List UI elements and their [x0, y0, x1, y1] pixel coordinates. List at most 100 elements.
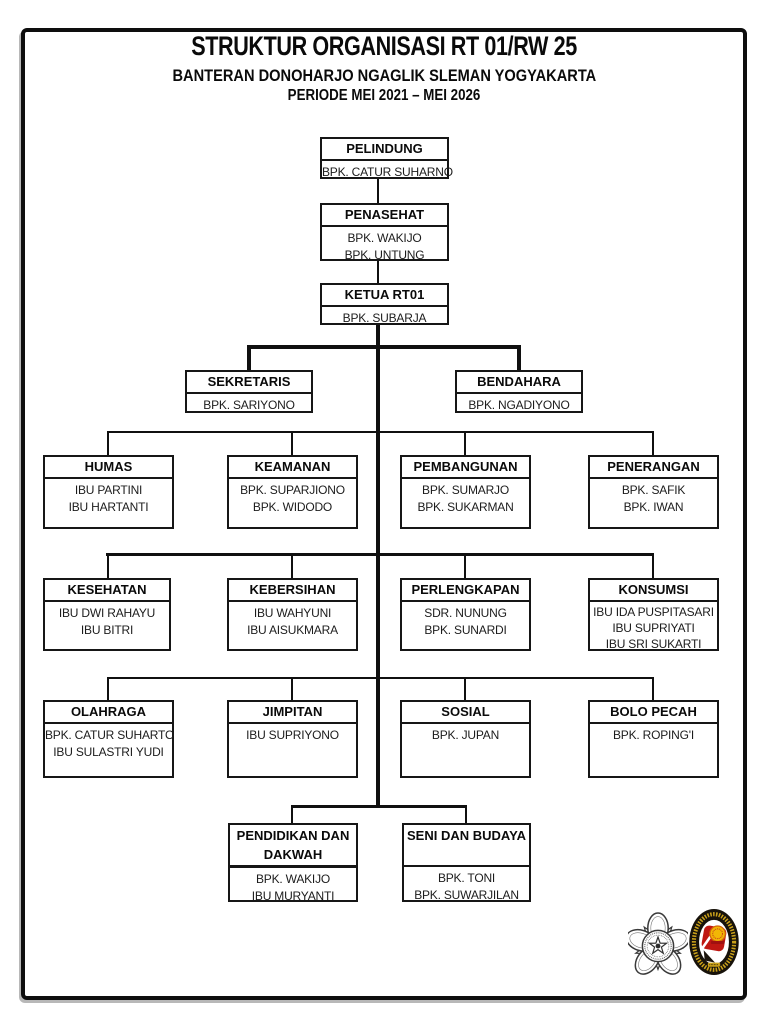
- org-box-title: JIMPITAN: [229, 702, 356, 724]
- org-box-penasehat: PENASEHAT BPK. WAKIJO BPK. UNTUNG: [320, 203, 449, 262]
- connector-line: [107, 433, 109, 455]
- member-name: BPK. NGADIYONO: [468, 398, 570, 412]
- member-name: BPK. SUMARJO: [422, 483, 509, 497]
- member-name: IBU HARTANTI: [68, 500, 149, 514]
- connector-line: [464, 679, 466, 700]
- member-name: BPK. CATUR SUHARNO: [322, 165, 453, 179]
- org-box-title: PENERANGAN: [590, 457, 717, 479]
- member-name: BPK. WAKIJO: [255, 872, 331, 886]
- member-name: BPK. SUNARDI: [424, 623, 507, 637]
- member-name: IBU SUPRIYATI: [612, 621, 695, 635]
- connector-line: [107, 556, 109, 578]
- org-box-title: BOLO PECAH: [590, 702, 717, 724]
- member-name: BPK. CATUR SUHARTO: [45, 728, 175, 742]
- org-box-seni-budaya: SENI DAN BUDAYA BPK. TONI BPK. SUWARJILA…: [402, 823, 531, 902]
- page-subtitle: BANTERAN DONOHARJO NGAGLIK SLEMAN YOGYAK…: [21, 66, 747, 86]
- connector-line: [291, 679, 293, 700]
- connector-line: [107, 677, 654, 679]
- org-box-jimpitan: JIMPITAN IBU SUPRIYONO: [227, 700, 358, 778]
- connector-line: [291, 556, 293, 578]
- org-box-title: KESEHATAN: [45, 580, 169, 602]
- member-name: BPK. SUWARJILAN: [414, 888, 519, 902]
- org-box-pelindung: PELINDUNG BPK. CATUR SUHARNO: [320, 137, 453, 179]
- page-title-text: STRUKTUR ORGANISASI RT 01/RW 25: [191, 31, 577, 61]
- page-subtitle-text: BANTERAN DONOHARJO NGAGLIK SLEMAN YOGYAK…: [172, 66, 596, 85]
- org-box-bendahara: BENDAHARA BPK. NGADIYONO: [455, 370, 583, 413]
- member-name: BPK. SARIYONO: [203, 398, 295, 412]
- connector-line: [377, 261, 379, 283]
- connector-line: [107, 431, 654, 433]
- member-name: SDR. NUNUNG: [424, 606, 507, 620]
- connector-line: [377, 179, 379, 203]
- org-box-pembangunan: PEMBANGUNAN BPK. SUMARJO BPK. SUKARMAN: [400, 455, 531, 529]
- university-lotus-emblem-icon: [628, 912, 688, 975]
- org-box-penerangan: PENERANGAN BPK. SAFIK BPK. IWAN: [588, 455, 719, 529]
- member-name: BPK. WAKIJO: [347, 231, 422, 245]
- page-title: STRUKTUR ORGANISASI RT 01/RW 25: [21, 31, 747, 62]
- member-name: IBU SUPRIYONO: [246, 728, 339, 742]
- member-name: BPK. JUPAN: [431, 728, 500, 742]
- org-box-title: PEMBANGUNAN: [402, 457, 529, 479]
- org-box-title: OLAHRAGA: [45, 702, 172, 724]
- member-name: IBU SRI SUKARTI: [605, 637, 702, 651]
- org-box-title: KONSUMSI: [590, 580, 717, 602]
- org-box-bolo-pecah: BOLO PECAH BPK. ROPING'I: [588, 700, 719, 778]
- service-program-emblem-icon: [689, 909, 739, 975]
- connector-line: [464, 556, 466, 578]
- member-name: IBU WAHYUNI: [253, 606, 332, 620]
- connector-line: [652, 433, 654, 455]
- org-box-pendidikan-dakwah: PENDIDIKAN DAN DAKWAH BPK. WAKIJO IBU MU…: [228, 823, 358, 903]
- org-box-humas: HUMAS IBU PARTINI IBU HARTANTI: [43, 455, 174, 529]
- member-name: IBU DWI RAHAYU: [58, 606, 156, 620]
- member-name: IBU SULASTRI YUDI: [53, 745, 164, 759]
- page-period-text: PERIODE MEI 2021 – MEI 2026: [287, 87, 481, 104]
- member-name: BPK. SAFIK: [621, 483, 686, 497]
- connector-line: [652, 679, 654, 700]
- member-name: BPK. ROPING'I: [612, 728, 695, 742]
- page-period: PERIODE MEI 2021 – MEI 2026: [21, 87, 747, 105]
- member-name: IBU PARTINI: [74, 483, 143, 497]
- org-box-title: PERLENGKAPAN: [402, 580, 529, 602]
- org-box-title: SEKRETARIS: [187, 372, 311, 394]
- org-box-sosial: SOSIAL BPK. JUPAN: [400, 700, 531, 778]
- connector-line: [465, 808, 467, 823]
- org-box-konsumsi: KONSUMSI IBU IDA PUSPITASARI IBU SUPRIYA…: [588, 578, 719, 651]
- connector-line: [291, 808, 293, 823]
- member-name: BPK. SUBARJA: [342, 311, 427, 325]
- connector-line: [291, 805, 467, 808]
- org-box-perlengkapan: PERLENGKAPAN SDR. NUNUNG BPK. SUNARDI: [400, 578, 531, 651]
- member-name: IBU AISUKMARA: [247, 623, 338, 637]
- connector-line: [464, 433, 466, 455]
- member-name: BPK. SUKARMAN: [417, 500, 514, 514]
- org-box-kebersihan: KEBERSIHAN IBU WAHYUNI IBU AISUKMARA: [227, 578, 358, 651]
- connector-line: [107, 679, 109, 700]
- org-box-title: KETUA RT01: [322, 285, 447, 307]
- member-name: BPK. SUPARJIONO: [240, 483, 345, 497]
- org-box-sekretaris: SEKRETARIS BPK. SARIYONO: [185, 370, 313, 413]
- member-name: BPK. IWAN: [623, 500, 684, 514]
- org-box-title-line1: PENDIDIKAN DAN: [236, 828, 350, 843]
- member-name: BPK. WIDODO: [252, 500, 333, 514]
- org-box-keamanan: KEAMANAN BPK. SUPARJIONO BPK. WIDODO: [227, 455, 358, 529]
- connector-spine: [376, 325, 380, 808]
- member-name: BPK. TONI: [437, 871, 496, 885]
- connector-line: [291, 433, 293, 455]
- org-box-title: HUMAS: [45, 457, 172, 479]
- connector-line: [652, 556, 654, 578]
- connector-line: [517, 349, 521, 370]
- org-box-title: PENASEHAT: [322, 205, 447, 227]
- org-box-title: BENDAHARA: [457, 372, 581, 394]
- org-box-title: SOSIAL: [402, 702, 529, 724]
- org-box-ketua: KETUA RT01 BPK. SUBARJA: [320, 283, 449, 325]
- org-box-title: SENI DAN BUDAYA: [404, 825, 529, 867]
- org-box-title: KEBERSIHAN: [229, 580, 356, 602]
- connector-line: [247, 345, 521, 349]
- org-box-title-line2: DAKWAH: [263, 847, 323, 862]
- org-box-title: PELINDUNG: [322, 139, 447, 161]
- member-name: IBU BITRI: [80, 623, 134, 637]
- member-name: IBU MURYANTI: [251, 889, 335, 903]
- connector-line: [247, 349, 251, 370]
- org-box-title: KEAMANAN: [229, 457, 356, 479]
- connector-line: [106, 553, 654, 556]
